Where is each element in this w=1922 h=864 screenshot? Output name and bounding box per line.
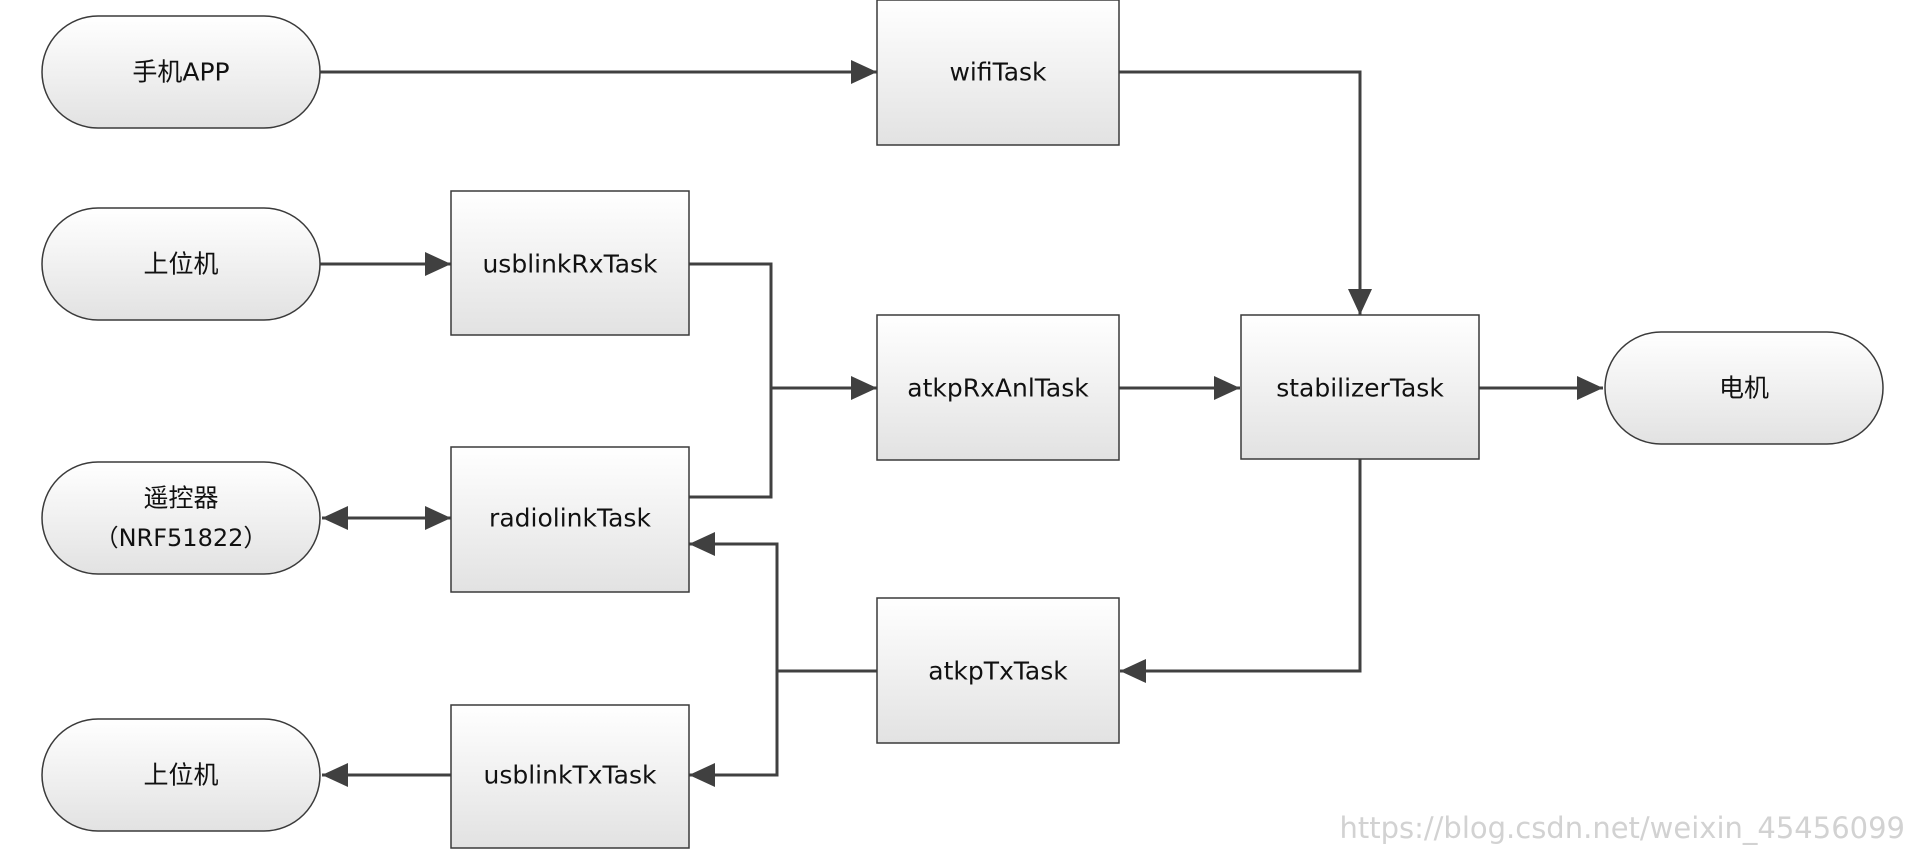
- node-motor-label: 电机: [1719, 374, 1769, 403]
- node-host-pc-output-label: 上位机: [143, 761, 218, 790]
- node-usblink-tx-task-label: usblinkTxTask: [484, 761, 657, 790]
- node-remote-controller-label-line1: 遥控器: [143, 484, 218, 513]
- node-atkp-tx-task-label: atkpTxTask: [928, 657, 1068, 686]
- node-usblink-tx-task: usblinkTxTask: [450, 704, 690, 849]
- node-host-pc-input-label: 上位机: [143, 250, 218, 279]
- node-phone-app: 手机APP: [41, 15, 321, 129]
- node-host-pc-output: 上位机: [41, 718, 321, 832]
- arrow-wifi-task-to-stabilizer-task: [1119, 70, 1372, 315]
- node-motor: 电机: [1604, 331, 1884, 445]
- node-remote-controller-label-line2: （NRF51822）: [95, 524, 268, 552]
- node-stabilizer-task: stabilizerTask: [1240, 314, 1480, 460]
- node-phone-app-label: 手机APP: [132, 58, 229, 87]
- arrow-split-to-usblink-tx-task: [689, 671, 779, 787]
- node-usblink-rx-task-label: usblinkRxTask: [482, 250, 658, 279]
- node-stabilizer-task-label: stabilizerTask: [1276, 374, 1444, 403]
- node-wifi-task-label: wifiTask: [949, 58, 1047, 87]
- node-remote-controller: 遥控器 （NRF51822）: [41, 461, 321, 575]
- node-radiolink-task-label: radiolinkTask: [489, 504, 651, 533]
- arrow-split-to-radiolink-task: [689, 532, 779, 671]
- node-atkp-tx-task: atkpTxTask: [876, 597, 1120, 744]
- node-atkp-rx-anl-task-label: atkpRxAnlTask: [907, 374, 1089, 403]
- connector-usblink-rx-task-to-junction: [688, 262, 773, 499]
- node-wifi-task: wifiTask: [876, 0, 1120, 146]
- node-radiolink-task: radiolinkTask: [450, 446, 690, 593]
- node-host-pc-input: 上位机: [41, 207, 321, 321]
- node-usblink-rx-task: usblinkRxTask: [450, 190, 690, 336]
- arrow-stabilizer-task-to-atkp-tx-task: [1120, 459, 1362, 683]
- node-atkp-rx-anl-task: atkpRxAnlTask: [876, 314, 1120, 461]
- watermark-text: https://blog.csdn.net/weixin_45456099: [1339, 811, 1905, 845]
